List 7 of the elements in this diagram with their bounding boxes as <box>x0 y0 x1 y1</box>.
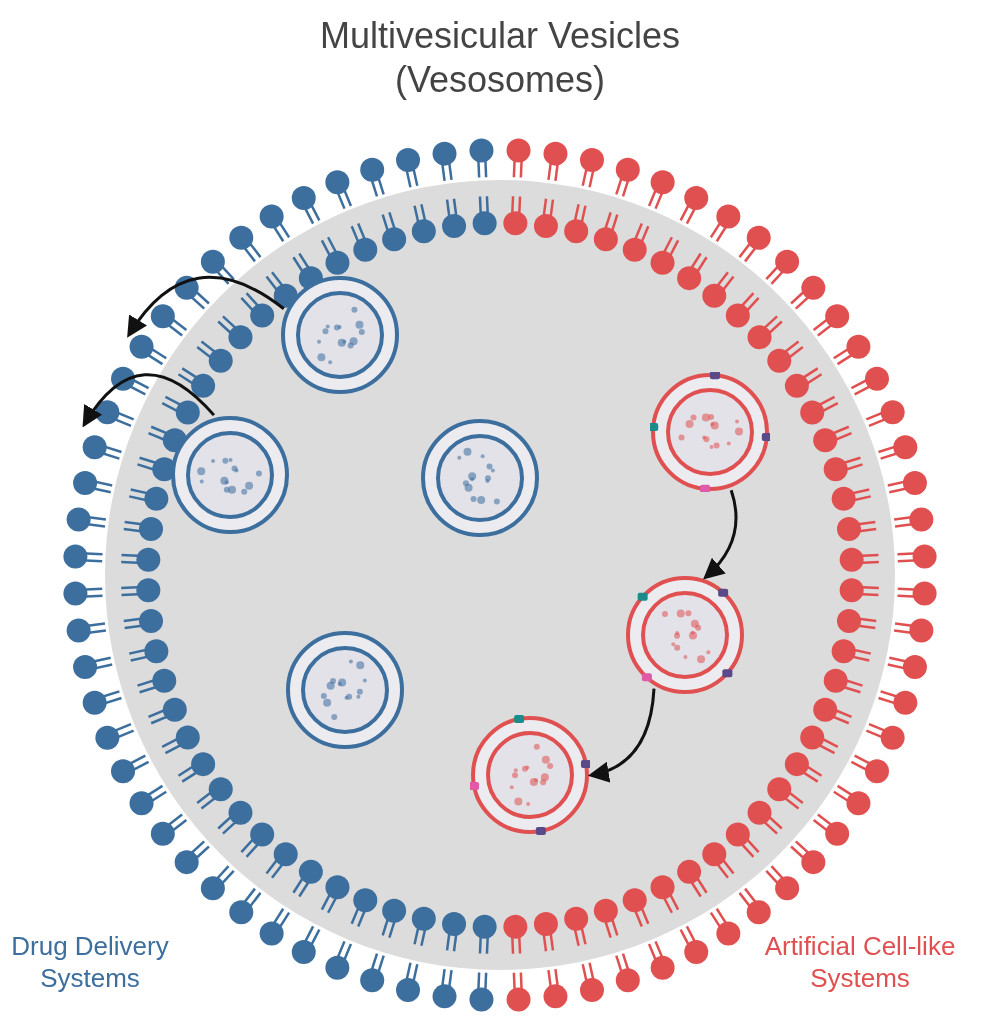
caption-label: Drug Delivery Systems <box>10 930 170 994</box>
arrow <box>587 688 656 782</box>
arrow <box>126 275 285 338</box>
caption-label: Artificial Cell-like Systems <box>763 930 957 994</box>
title: Multivesicular Vesicles (Vesosomes) <box>318 14 682 102</box>
arrow <box>82 373 216 428</box>
arrow <box>703 489 738 580</box>
